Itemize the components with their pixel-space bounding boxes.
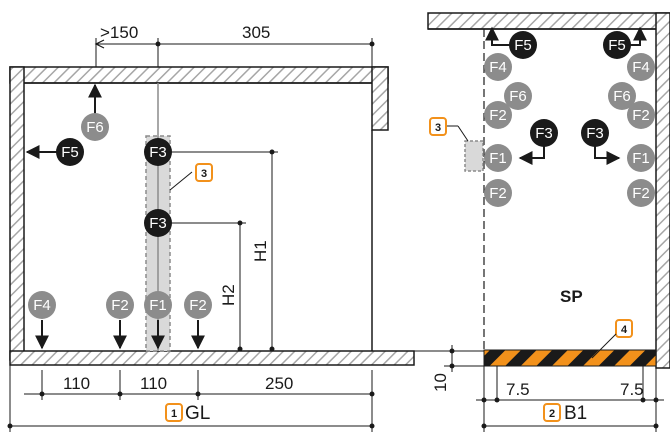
view-number-badge (165, 403, 183, 422)
callout-badge-3 (429, 117, 447, 136)
force-marker-f2-left-lower: F2 (484, 179, 512, 207)
dim-bottom-left: 7.5 (506, 380, 530, 399)
svg-text:F4: F4 (33, 297, 51, 314)
svg-text:F5: F5 (514, 37, 532, 54)
force-marker-f3-right: F3 (581, 119, 609, 147)
svg-text:F3: F3 (149, 215, 167, 232)
dim-bottom-right: 7.5 (620, 380, 644, 399)
dim-pit-depth: 10 (431, 373, 450, 392)
force-marker-f2-right-upper: F2 (627, 101, 655, 129)
svg-text:F2: F2 (632, 185, 650, 202)
force-marker-f1-right: F1 (627, 144, 655, 172)
view-title-gl: GL (185, 403, 210, 424)
svg-text:F1: F1 (149, 297, 167, 314)
callout-number-3: 3 (435, 122, 441, 134)
pit-label: SP (560, 287, 583, 306)
svg-text:F2: F2 (111, 297, 129, 314)
dim-h1: H1 (251, 240, 270, 262)
force-marker-f4-left: F4 (484, 53, 512, 81)
pit-hazard-strip (483, 349, 657, 367)
right-view: SP 3 4 10 7.5 7.5 2 B1 (414, 12, 670, 432)
left-floor (9, 350, 415, 366)
dim-bottom-3: 250 (265, 374, 293, 393)
force-marker-f3-left: F3 (530, 119, 558, 147)
force-marker-f2-right: F2 (184, 291, 212, 319)
view-number-badge-b1 (543, 403, 561, 422)
force-marker-f1-left: F1 (484, 144, 512, 172)
force-marker-f6: F6 (81, 113, 109, 141)
left-wall-right (371, 66, 389, 131)
force-marker-f6-right: F6 (608, 82, 636, 110)
callout-number: 3 (201, 168, 207, 180)
svg-text:F6: F6 (509, 88, 527, 105)
svg-text:F3: F3 (149, 144, 167, 161)
svg-text:F5: F5 (608, 37, 626, 54)
right-wall-top (427, 12, 670, 30)
dim-bottom-2: 110 (140, 374, 167, 393)
force-marker-f5-left: F5 (509, 31, 537, 59)
svg-text:F6: F6 (613, 88, 631, 105)
svg-text:F1: F1 (489, 150, 507, 167)
force-marker-f5: F5 (56, 138, 84, 166)
callout-badge-4 (615, 319, 633, 338)
svg-text:F4: F4 (632, 59, 650, 76)
svg-text:F1: F1 (632, 150, 650, 167)
force-marker-f5-right: F5 (603, 31, 631, 59)
force-marker-f4-right: F4 (627, 53, 655, 81)
svg-text:F2: F2 (489, 185, 507, 202)
force-marker-f2-right-lower: F2 (627, 179, 655, 207)
view-number-b1: 2 (549, 408, 555, 420)
force-marker-f6-left: F6 (504, 82, 532, 110)
left-wall-left (9, 66, 25, 361)
svg-text:F6: F6 (86, 119, 104, 136)
svg-text:F3: F3 (586, 125, 604, 142)
force-marker-f3-upper: F3 (144, 138, 172, 166)
callout-number-4: 4 (621, 324, 628, 336)
left-view: >150 305 H1 H2 110 110 250 1 GL (7, 23, 415, 432)
guide-rail-element (464, 140, 484, 172)
force-marker-f2-left: F2 (106, 291, 134, 319)
right-wall-right (655, 12, 670, 369)
dim-bottom-1: 110 (63, 374, 90, 393)
force-marker-f4: F4 (28, 291, 56, 319)
view-number: 1 (171, 408, 177, 420)
svg-text:F5: F5 (61, 144, 79, 161)
svg-text:F2: F2 (489, 107, 507, 124)
force-marker-f1: F1 (144, 291, 172, 319)
callout-badge (195, 163, 213, 182)
svg-text:F3: F3 (535, 125, 553, 142)
force-marker-f3-lower: F3 (144, 209, 172, 237)
svg-text:F2: F2 (632, 107, 650, 124)
dim-top-width: 305 (242, 23, 270, 42)
dim-h2: H2 (219, 284, 238, 306)
view-title-b1: B1 (564, 403, 587, 424)
dim-top-clearance: >150 (100, 23, 138, 42)
svg-text:F2: F2 (189, 297, 207, 314)
svg-text:F4: F4 (489, 59, 507, 76)
left-wall-top (9, 66, 389, 84)
force-marker-f2-left-upper: F2 (484, 101, 512, 129)
